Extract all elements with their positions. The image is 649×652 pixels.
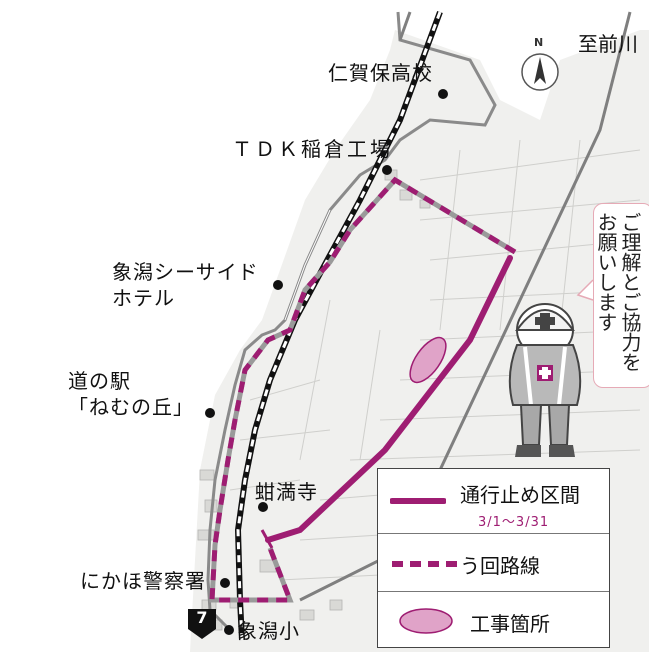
legend-construction-label: 工事箇所 (470, 612, 550, 636)
route-number-label: 7 (196, 608, 208, 627)
place-markers (205, 89, 448, 635)
coast-road-inner (284, 209, 331, 321)
map-legend: 通行止め区間 3/1～3/31 う回路線 工事箇所 (377, 468, 610, 648)
direction-label: 至前川 (578, 32, 638, 56)
main-road-east (299, 11, 632, 602)
bowing-worker-icon (508, 303, 582, 457)
label-michi-no-eki: 道の駅 「ねむの丘」 (68, 369, 194, 419)
legend-construction-swatch (399, 608, 453, 634)
closed-route-end (260, 529, 274, 549)
speech-bubble-text: ご理解とご協力を お願いします (594, 212, 642, 372)
legend-closed-label: 通行止め区間 (460, 483, 580, 507)
main-road (398, 11, 412, 41)
speech-bubble-tail (576, 279, 594, 301)
legend-row-construction: 工事箇所 (378, 591, 609, 649)
closed-route (265, 255, 513, 543)
north-compass-icon (521, 53, 559, 91)
detour-route (209, 176, 517, 603)
label-kisakata-elementary: 象潟小 (237, 619, 300, 643)
label-kanmanji: 蚶満寺 (255, 480, 318, 504)
label-tdk-factory: ＴＤＫ稲倉工場 (232, 137, 393, 161)
town-blocks (197, 169, 431, 631)
label-seaside-hotel: 象潟シーサイド ホテル (112, 260, 259, 310)
legend-row-closed: 通行止め区間 3/1～3/31 (378, 469, 609, 533)
speech-bubble: ご理解とご協力を お願いします (593, 203, 649, 388)
label-nikaho-high-school: 仁賀保高校 (328, 61, 433, 85)
route-7-shield-icon (188, 609, 216, 639)
legend-detour-swatch (392, 561, 458, 567)
railway (234, 10, 443, 641)
construction-area (409, 336, 447, 384)
legend-detour-label: う回路線 (460, 554, 540, 578)
legend-closed-period: 3/1～3/31 (478, 515, 550, 530)
legend-row-detour: う回路線 (378, 533, 609, 591)
label-police-station: にかほ警察署 (80, 569, 206, 593)
legend-closed-swatch (390, 498, 446, 504)
compass-letter: N (534, 36, 544, 49)
